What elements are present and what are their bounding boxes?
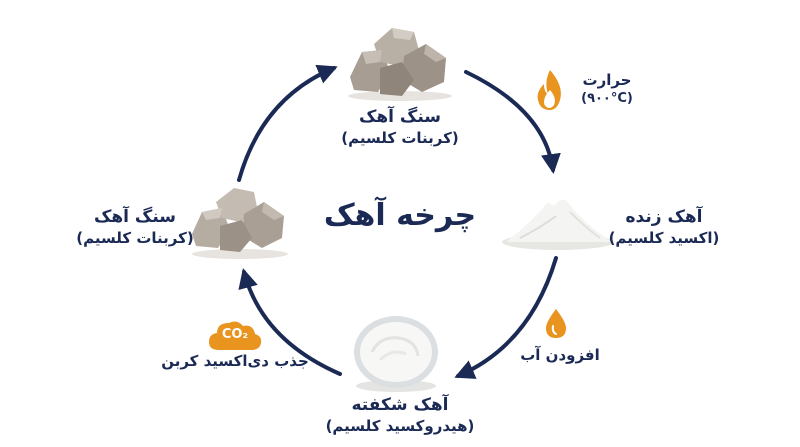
- stage-limestone-left: سنگ آهک (کربنات کلسیم): [70, 206, 200, 248]
- co2-badge-text: CO₂: [221, 327, 249, 342]
- arrow-left-to-top: [237, 64, 338, 182]
- limestone-rocks-left-image: [192, 188, 288, 259]
- arrow-right-to-bottom: [454, 256, 558, 379]
- step-co2-label: جذب دی‌اکسید کربن: [161, 352, 309, 370]
- step-heat-label: حرارت: [582, 71, 632, 89]
- limestone-rocks-top-image: [348, 28, 452, 101]
- stage-name: آهک زنده: [625, 207, 703, 227]
- step-heat-detail: (۹۰۰°C): [581, 91, 633, 106]
- quicklime-powder-image: [502, 194, 614, 250]
- stage-slaked-lime: آهک شکفته (هیدروکسید کلسیم): [312, 394, 488, 436]
- stage-limestone-top: سنگ آهک (کربنات کلسیم): [320, 106, 480, 148]
- stage-quicklime: آهک زنده (اکسید کلسیم): [604, 206, 724, 248]
- arrow-bottom-to-left: [238, 268, 342, 376]
- stage-name: سنگ آهک: [93, 207, 176, 227]
- step-water-label: افزودن آب: [520, 346, 600, 364]
- stage-formula: (اکسید کلسیم): [608, 229, 720, 247]
- slaked-lime-bowl-image: [354, 316, 438, 392]
- flame-icon: [537, 70, 561, 110]
- stage-name: آهک شکفته: [351, 395, 449, 415]
- water-drop-icon: [546, 309, 566, 338]
- arrow-top-to-right: [464, 70, 561, 174]
- stage-formula: (کربنات کلسیم): [76, 229, 194, 247]
- co2-cloud-icon: CO₂: [207, 318, 263, 352]
- stage-formula: (هیدروکسید کلسیم): [325, 417, 475, 435]
- stage-formula: (کربنات کلسیم): [341, 129, 459, 147]
- stage-name: سنگ آهک: [358, 107, 441, 127]
- step-heat: حرارت (۹۰۰°C): [572, 70, 642, 108]
- diagram-title: چرخه آهک: [323, 198, 477, 233]
